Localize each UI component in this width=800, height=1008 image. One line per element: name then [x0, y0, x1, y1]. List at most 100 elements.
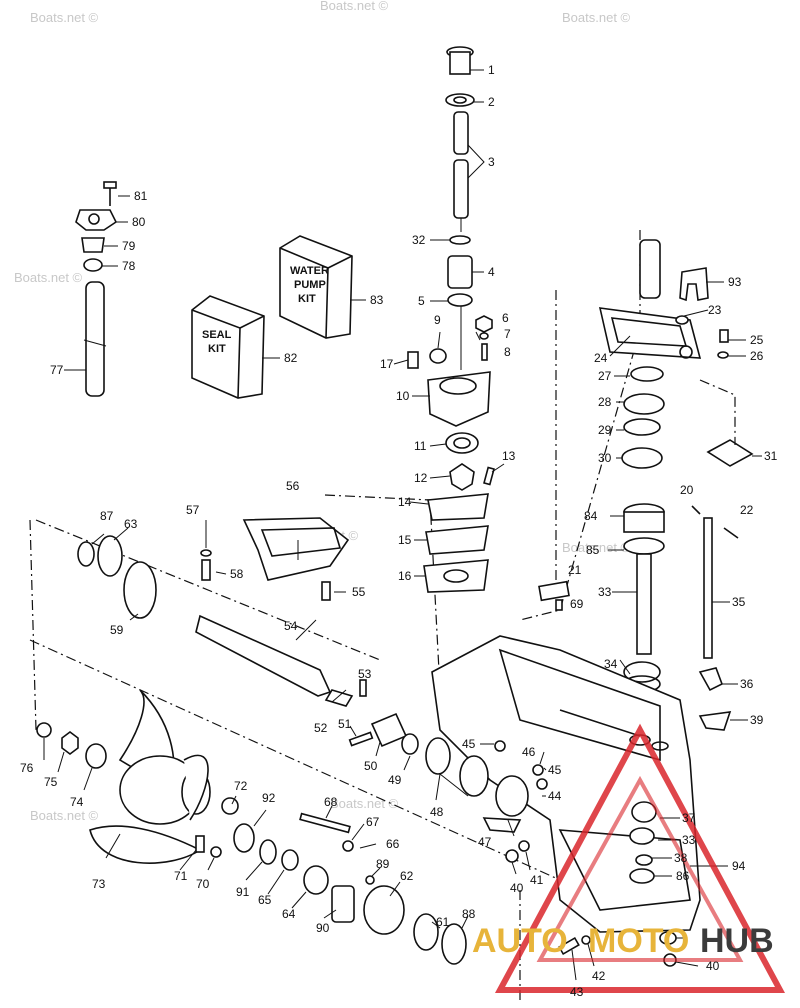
- callout-label: 8: [504, 345, 511, 359]
- propeller-assembly: [36, 580, 677, 967]
- callout-label: 86: [676, 869, 690, 883]
- watermark: Boats.net ©: [330, 796, 399, 811]
- callout-label: 77: [50, 363, 64, 377]
- callout-label: 10: [396, 389, 410, 403]
- callout-label: 43: [570, 985, 584, 999]
- callout-label: 9: [434, 313, 441, 327]
- callout-label: 85: [586, 543, 600, 557]
- callout-label: 73: [92, 877, 106, 891]
- callout-label: 49: [388, 773, 402, 787]
- automotohub-logo: AUTO MOTO HUB: [472, 723, 786, 993]
- callout-label: 20: [680, 483, 694, 497]
- callout-label: 78: [122, 259, 136, 273]
- watermarks: Boats.net © Boats.net © Boats.net © Boat…: [14, 0, 631, 823]
- callout-label: 70: [196, 877, 210, 891]
- callout-label: 15: [398, 533, 412, 547]
- watermark: Boats.net ©: [30, 10, 99, 25]
- callout-label: 37: [682, 811, 696, 825]
- callout-label: 79: [122, 239, 136, 253]
- callout-label: 69: [570, 597, 584, 611]
- watermark: Boats.net ©: [30, 808, 99, 823]
- callout-label: 51: [338, 717, 352, 731]
- callout-label: 65: [258, 893, 272, 907]
- callout-label: 64: [282, 907, 296, 921]
- callout-label: 35: [732, 595, 746, 609]
- callout-label: 11: [414, 439, 427, 453]
- water-pump-kit-line1: WATER: [290, 265, 329, 277]
- callout-label: 63: [124, 517, 138, 531]
- callout-label: 53: [358, 667, 372, 681]
- callout-label: 33: [598, 585, 612, 599]
- callout-label: 72: [234, 779, 248, 793]
- callout-label: 36: [740, 677, 754, 691]
- callout-label: 80: [132, 215, 146, 229]
- callout-labels: 1 2 3 4 5 6 7 8 9 10 11 12 13 14 15 16 1…: [20, 63, 778, 999]
- callout-label: 55: [352, 585, 366, 599]
- callout-label: 32: [412, 233, 426, 247]
- callout-label: 59: [110, 623, 124, 637]
- callout-label: 62: [400, 869, 414, 883]
- watermark: Boats.net ©: [562, 10, 631, 25]
- callout-label: 13: [502, 449, 516, 463]
- callout-label: 48: [430, 805, 444, 819]
- callout-label: 46: [522, 745, 536, 759]
- callout-label: 82: [284, 351, 298, 365]
- callout-label: 88: [462, 907, 476, 921]
- callout-label: 81: [134, 189, 148, 203]
- callout-label: 93: [728, 275, 742, 289]
- callout-label: 6: [502, 311, 509, 325]
- callout-label: 84: [584, 509, 598, 523]
- callout-label: 47: [478, 835, 492, 849]
- callout-label: 30: [598, 451, 612, 465]
- gear-housing: [431, 635, 732, 933]
- callout-label: 3: [488, 155, 495, 169]
- callout-label: 94: [732, 859, 746, 873]
- callout-label: 50: [364, 759, 378, 773]
- callout-label: 56: [286, 479, 300, 493]
- callout-label: 67: [366, 815, 380, 829]
- callout-label: 23: [708, 303, 722, 317]
- callout-label: 54: [284, 619, 298, 633]
- logo-moto-text: MOTO: [588, 922, 689, 960]
- callout-label: 91: [236, 885, 250, 899]
- callout-label: 83: [370, 293, 384, 307]
- callout-label: 17: [380, 357, 394, 371]
- seal-kit-line2: KIT: [208, 343, 226, 355]
- callout-label: 57: [186, 503, 200, 517]
- callout-label: 12: [414, 471, 428, 485]
- callout-label: 25: [750, 333, 764, 347]
- watermark: Boats.net ©: [14, 270, 83, 285]
- callout-label: 68: [324, 795, 338, 809]
- callout-label: 41: [530, 873, 544, 887]
- callout-label: 44: [548, 789, 562, 803]
- callout-label: 42: [592, 969, 606, 983]
- callout-label: 5: [418, 294, 425, 308]
- callout-label: 45: [462, 737, 476, 751]
- callout-label: 33: [682, 833, 696, 847]
- callout-label: 52: [314, 721, 328, 735]
- callout-label: 90: [316, 921, 330, 935]
- logo-hub-text: HUB: [700, 922, 774, 960]
- water-pump-kit-box: WATER PUMP KIT: [279, 235, 353, 339]
- callout-label: 1: [488, 63, 495, 77]
- callout-label: 21: [568, 563, 582, 577]
- callout-label: 58: [230, 567, 244, 581]
- callout-label: 16: [398, 569, 412, 583]
- callout-label: 89: [376, 857, 390, 871]
- logo-auto-text: AUTO: [472, 922, 568, 960]
- shift-assembly: [598, 239, 754, 469]
- callout-label: 24: [594, 351, 608, 365]
- watermark: Boats.net ©: [320, 0, 389, 13]
- callout-label: 66: [386, 837, 400, 851]
- callout-label: 76: [20, 761, 34, 775]
- callout-label: 92: [262, 791, 276, 805]
- water-pump-kit-line3: KIT: [298, 293, 316, 305]
- callout-label: 27: [598, 369, 612, 383]
- water-pump-kit-line2: PUMP: [294, 279, 326, 291]
- callout-label: 39: [750, 713, 764, 727]
- callout-label: 34: [604, 657, 618, 671]
- water-pump-assembly: [407, 46, 495, 593]
- callout-label: 4: [488, 265, 495, 279]
- callout-label: 75: [44, 775, 58, 789]
- callout-label: 2: [488, 95, 495, 109]
